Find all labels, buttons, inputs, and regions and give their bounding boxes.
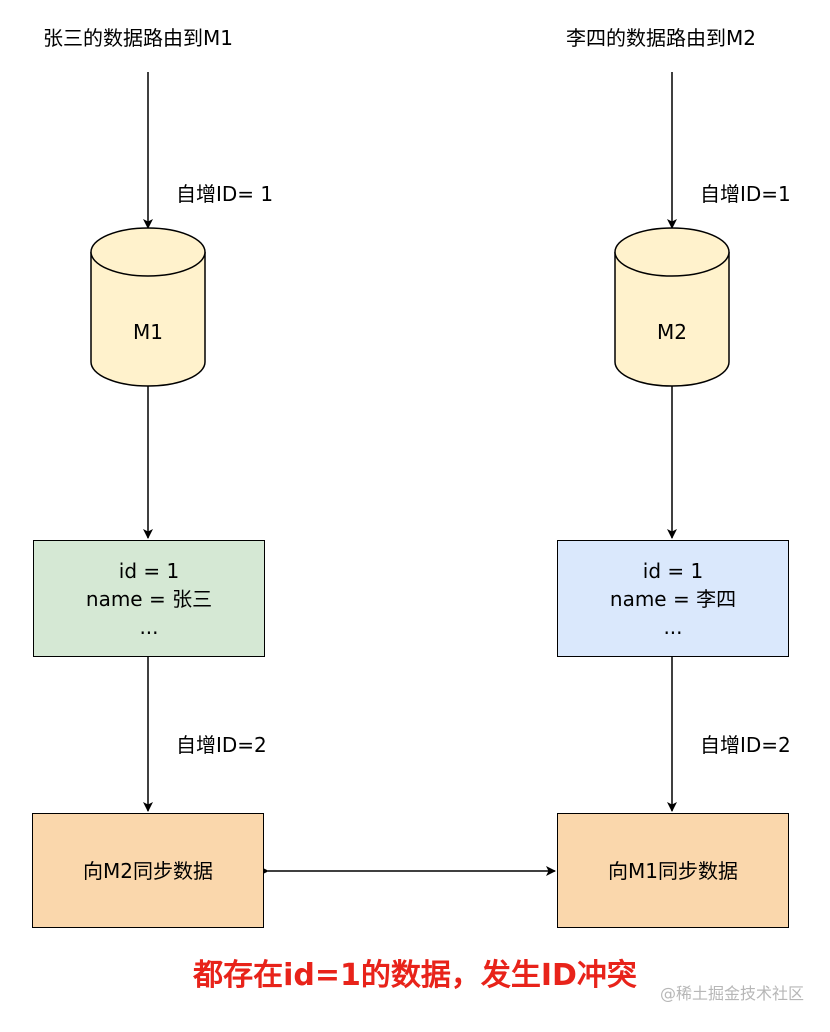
- left-sync-box: 向M2同步数据: [32, 813, 264, 928]
- m1-db-label: M1: [133, 320, 163, 344]
- left-autoinc-label-1: 自增ID= 1: [176, 182, 274, 206]
- left-record-box: id = 1 name = 张三 ...: [33, 540, 265, 657]
- right-sync-box: 向M1同步数据: [557, 813, 789, 928]
- conflict-conclusion: 都存在id=1的数据，发生ID冲突: [193, 958, 637, 993]
- right-record-name: name = 李四: [609, 586, 737, 611]
- database-cylinder-m1: [90, 227, 206, 387]
- database-cylinder-m2: [614, 227, 730, 387]
- left-record-ellipsis: ...: [139, 614, 159, 639]
- left-route-label: 张三的数据路由到M1: [43, 26, 233, 50]
- left-record-name: name = 张三: [85, 586, 213, 611]
- right-autoinc-label-2: 自增ID=2: [700, 733, 791, 757]
- watermark: @稀土掘金技术社区: [659, 984, 804, 1003]
- right-sync-label: 向M1同步数据: [608, 858, 738, 883]
- right-record-box: id = 1 name = 李四 ...: [557, 540, 789, 657]
- left-sync-label: 向M2同步数据: [83, 858, 213, 883]
- left-autoinc-label-2: 自增ID=2: [176, 733, 267, 757]
- m2-db-label: M2: [657, 320, 687, 344]
- right-route-label: 李四的数据路由到M2: [566, 26, 756, 50]
- left-record-id: id = 1: [118, 558, 180, 583]
- right-record-ellipsis: ...: [663, 614, 683, 639]
- right-record-id: id = 1: [642, 558, 704, 583]
- right-autoinc-label-1: 自增ID=1: [700, 182, 791, 206]
